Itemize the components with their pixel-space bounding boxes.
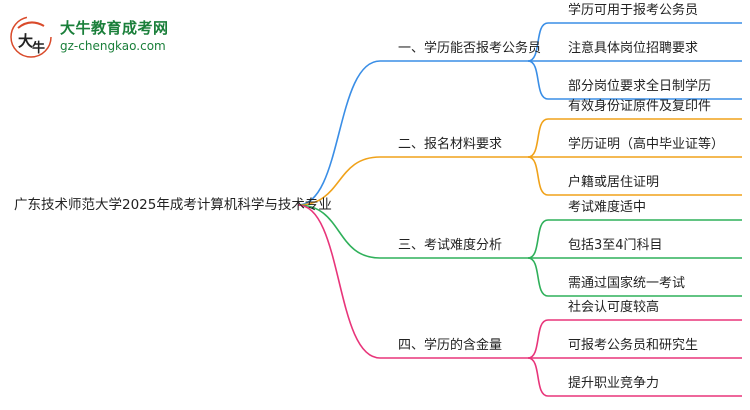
leaf-label: 户籍或居住证明: [568, 175, 660, 190]
leaf-label: 注意具体岗位招聘要求: [568, 41, 699, 56]
branch-label: 三、考试难度分析: [398, 238, 503, 253]
leaf-label: 学历可用于报考公务员: [568, 3, 699, 18]
leaf-label: 学历证明（高中毕业证等）: [568, 137, 725, 152]
leaf-label: 考试难度适中: [568, 200, 647, 215]
root-connector: [297, 60, 528, 206]
child-connector: [527, 319, 742, 359]
root-connector: [297, 204, 528, 359]
leaf-label: 有效身份证原件及复印件: [568, 99, 712, 114]
branch-label: 一、学历能否报考公务员: [398, 41, 542, 56]
leaf-label: 需通过国家统一考试: [568, 276, 686, 291]
site-logo: 大 牛 大牛教育成考网 gz-chengkao.com: [8, 14, 208, 62]
logo-site-name: 大牛教育成考网: [60, 19, 169, 37]
leaf-label: 可报考公务员和研究生: [568, 338, 699, 353]
leaf-label: 部分岗位要求全日制学历: [568, 79, 712, 94]
svg-text:牛: 牛: [32, 40, 45, 56]
child-connector: [527, 156, 742, 196]
leaf-label: 提升职业竞争力: [568, 376, 660, 391]
mindmap-root: 广东技术师范大学2025年成考计算机科学与技术专业: [14, 197, 332, 213]
logo-mark-icon: 大 牛: [10, 16, 52, 58]
leaf-label: 包括3至4门科目: [568, 238, 663, 253]
leaf-label: 社会认可度较高: [568, 300, 660, 315]
child-connector: [527, 60, 742, 100]
child-connector: [527, 219, 742, 259]
child-connector: [527, 118, 742, 158]
child-connector: [527, 22, 742, 62]
branch-label: 二、报名材料要求: [398, 137, 503, 152]
child-connector: [527, 357, 742, 397]
svg-text:大: 大: [18, 32, 33, 50]
root-connector: [297, 156, 528, 206]
logo-site-url: gz-chengkao.com: [60, 39, 166, 53]
child-connector: [527, 257, 742, 297]
root-connector: [297, 204, 528, 259]
branch-label: 四、学历的含金量: [398, 338, 503, 353]
